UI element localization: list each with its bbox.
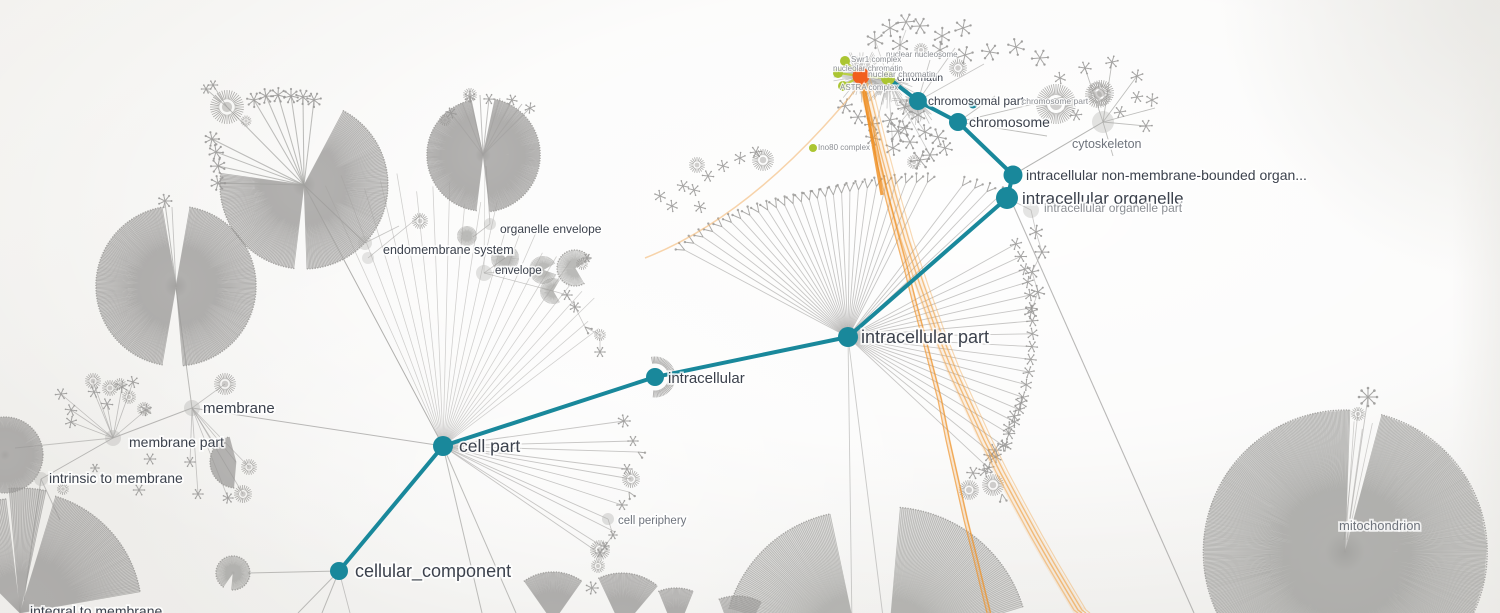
svg-text:chromosomal part: chromosomal part bbox=[928, 94, 1025, 108]
svg-text:chromosome part: chromosome part bbox=[1022, 96, 1089, 106]
svg-text:Swr1 complex: Swr1 complex bbox=[851, 55, 901, 64]
svg-text:ASTRA complex: ASTRA complex bbox=[840, 83, 898, 92]
svg-text:endomembrane system: endomembrane system bbox=[383, 243, 514, 257]
svg-text:intracellular organelle: intracellular organelle bbox=[1022, 189, 1184, 208]
svg-text:mitochondrion: mitochondrion bbox=[1339, 518, 1421, 533]
svg-text:intracellular non-membrane-bou: intracellular non-membrane-bounded organ… bbox=[1026, 167, 1307, 183]
svg-text:cell part: cell part bbox=[459, 436, 520, 456]
svg-text:membrane part: membrane part bbox=[129, 434, 224, 450]
svg-text:Ino80 complex: Ino80 complex bbox=[818, 143, 870, 152]
svg-text:nucleolar chromatin: nucleolar chromatin bbox=[833, 64, 903, 73]
svg-text:organelle envelope: organelle envelope bbox=[500, 222, 602, 236]
svg-text:cellular_component: cellular_component bbox=[355, 561, 511, 582]
svg-text:envelope: envelope bbox=[495, 265, 542, 277]
svg-text:chromatin: chromatin bbox=[897, 72, 943, 84]
svg-text:integral to membrane: integral to membrane bbox=[30, 603, 163, 613]
svg-text:intracellular part: intracellular part bbox=[861, 327, 989, 347]
svg-text:nuclear nucleosome: nuclear nucleosome bbox=[886, 50, 958, 59]
svg-text:cytoskeleton: cytoskeleton bbox=[1072, 137, 1142, 151]
svg-text:intracellular organelle part: intracellular organelle part bbox=[1044, 201, 1183, 215]
svg-text:chromosome: chromosome bbox=[969, 114, 1050, 130]
svg-text:intrinsic to membrane: intrinsic to membrane bbox=[49, 470, 183, 486]
svg-text:nuclear chromatin: nuclear chromatin bbox=[868, 69, 936, 79]
svg-text:intracellular: intracellular bbox=[668, 370, 745, 387]
svg-text:membrane: membrane bbox=[203, 400, 275, 417]
svg-text:cell periphery: cell periphery bbox=[618, 515, 687, 527]
